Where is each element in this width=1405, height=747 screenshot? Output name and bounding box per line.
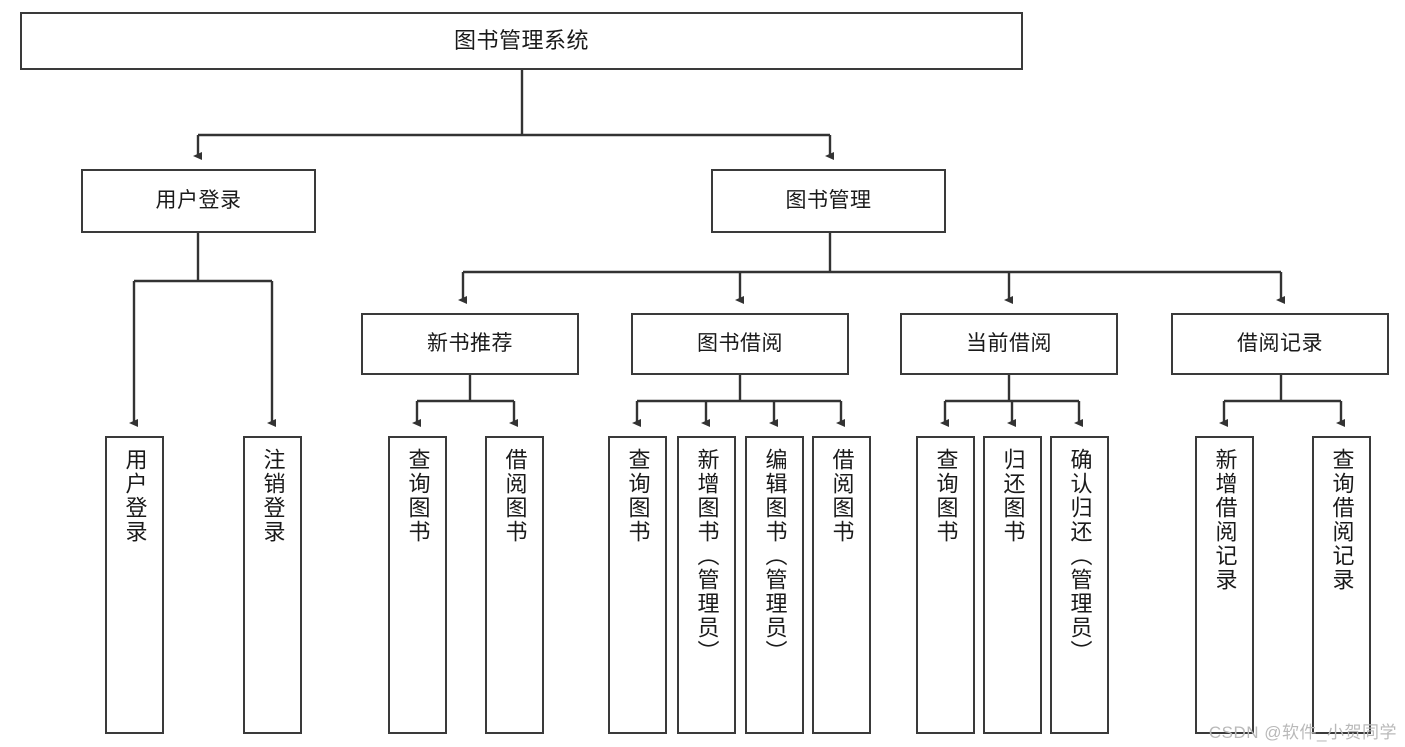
node-label: 确认归还（管理员） — [1067, 448, 1093, 664]
node-label: 用户登录 — [122, 448, 148, 544]
node-leaf-query-book-2[interactable]: 查询图书 — [608, 436, 667, 734]
node-root-system[interactable]: 图书管理系统 — [20, 12, 1023, 70]
node-leaf-add-borrow-record[interactable]: 新增借阅记录 — [1195, 436, 1254, 734]
node-label: 查询图书 — [933, 448, 959, 544]
node-label: 查询图书 — [405, 448, 431, 544]
watermark-credit: CSDN @软件_小贺同学 — [1208, 723, 1397, 742]
node-label: 新书推荐 — [427, 331, 513, 355]
node-label: 图书借阅 — [697, 331, 783, 355]
node-current-borrow[interactable]: 当前借阅 — [900, 313, 1118, 375]
node-leaf-query-borrow-record[interactable]: 查询借阅记录 — [1312, 436, 1371, 734]
node-new-book-recommend[interactable]: 新书推荐 — [361, 313, 579, 375]
node-user-login[interactable]: 用户登录 — [81, 169, 316, 233]
node-leaf-user-login[interactable]: 用户登录 — [105, 436, 164, 734]
node-borrow-record[interactable]: 借阅记录 — [1171, 313, 1389, 375]
node-label: 用户登录 — [155, 188, 242, 212]
node-leaf-query-book-1[interactable]: 查询图书 — [388, 436, 447, 734]
node-label: 图书管理 — [785, 188, 872, 212]
node-leaf-borrow-book-1[interactable]: 借阅图书 — [485, 436, 544, 734]
node-leaf-borrow-book-2[interactable]: 借阅图书 — [812, 436, 871, 734]
node-label: 借阅记录 — [1237, 331, 1323, 355]
node-book-borrow[interactable]: 图书借阅 — [631, 313, 849, 375]
node-leaf-return-book[interactable]: 归还图书 — [983, 436, 1042, 734]
node-label: 借阅图书 — [502, 448, 528, 544]
node-leaf-confirm-return[interactable]: 确认归还（管理员） — [1050, 436, 1109, 734]
node-label: 图书管理系统 — [453, 28, 589, 54]
node-label: 当前借阅 — [966, 331, 1052, 355]
node-label: 编辑图书（管理员） — [762, 448, 788, 664]
node-label: 查询借阅记录 — [1329, 448, 1355, 592]
node-leaf-edit-book[interactable]: 编辑图书（管理员） — [745, 436, 804, 734]
node-leaf-add-book[interactable]: 新增图书（管理员） — [677, 436, 736, 734]
node-book-manage[interactable]: 图书管理 — [711, 169, 946, 233]
node-label: 查询图书 — [625, 448, 651, 544]
node-label: 新增借阅记录 — [1212, 448, 1238, 592]
node-leaf-query-book-3[interactable]: 查询图书 — [916, 436, 975, 734]
node-label: 归还图书 — [1000, 448, 1026, 544]
node-label: 新增图书（管理员） — [694, 448, 720, 664]
node-label: 注销登录 — [260, 448, 286, 544]
node-leaf-logout[interactable]: 注销登录 — [243, 436, 302, 734]
node-label: 借阅图书 — [829, 448, 855, 544]
